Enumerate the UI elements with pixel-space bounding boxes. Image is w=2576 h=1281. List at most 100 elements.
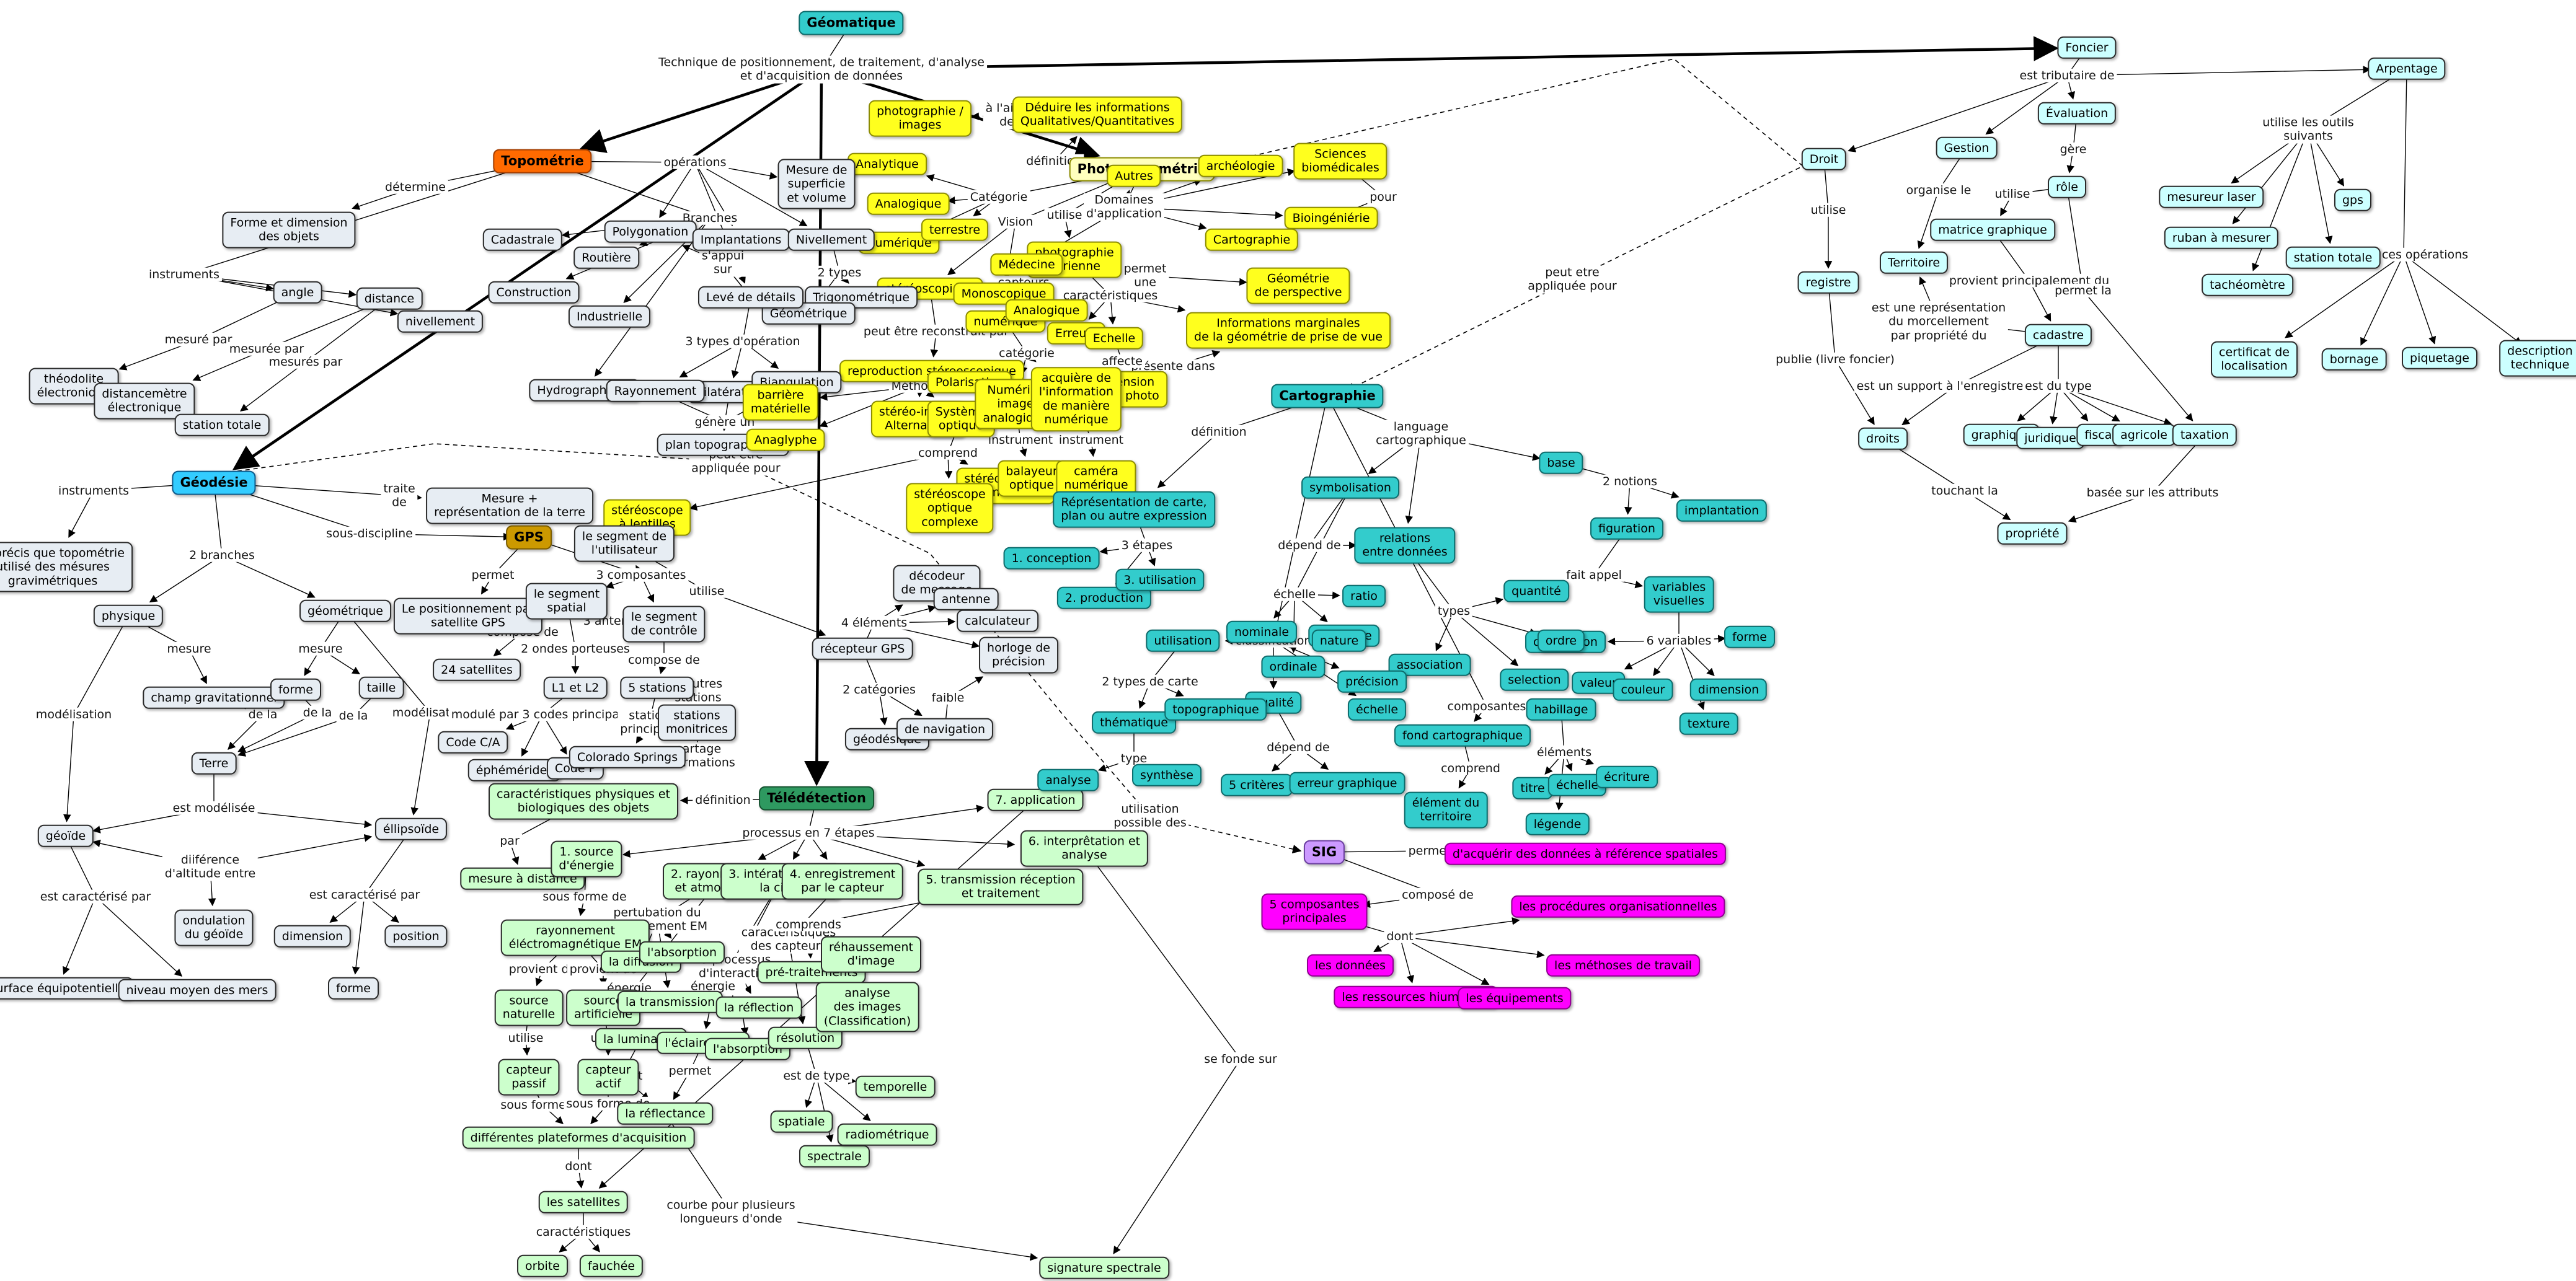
concept-node-conception[interactable]: 1. conception: [1003, 547, 1100, 570]
concept-node-gestion[interactable]: Gestion: [1936, 136, 1998, 160]
concept-node-description-t[interactable]: description technique: [2499, 340, 2576, 377]
concept-node-implantation[interactable]: implantation: [1676, 499, 1768, 522]
concept-node-trigonometrique[interactable]: Trigonométrique: [805, 286, 918, 309]
concept-node-composants[interactable]: 5 composantes principales: [1261, 893, 1368, 930]
concept-node-position[interactable]: position: [384, 925, 448, 948]
concept-node-industrielle[interactable]: Industrielle: [568, 305, 651, 328]
concept-node-nature[interactable]: nature: [1311, 629, 1367, 653]
concept-node-analyse-c[interactable]: analyse: [1037, 768, 1099, 792]
concept-node-implantations[interactable]: Implantations: [692, 228, 790, 252]
concept-node-symbolisation[interactable]: symbolisation: [1301, 476, 1399, 500]
concept-node-e6[interactable]: 6. interprêtation et analyse: [1020, 830, 1149, 867]
concept-node-analyse-img[interactable]: analyse des images (Classification): [815, 982, 919, 1032]
concept-node-sciences-bio[interactable]: Sciences biomédicales: [1293, 143, 1388, 180]
concept-node-analogique2[interactable]: Analogique: [1005, 299, 1088, 322]
concept-node-forme-e[interactable]: forme: [328, 977, 379, 1000]
concept-node-carto-y[interactable]: Cartographie: [1205, 228, 1299, 252]
concept-node-acquiere[interactable]: acquière de l'information de manière num…: [1030, 367, 1122, 431]
concept-node-taxation[interactable]: taxation: [2172, 423, 2237, 447]
concept-node-juridique[interactable]: juridique: [2016, 426, 2084, 450]
concept-node-temporelle[interactable]: temporelle: [855, 1075, 936, 1099]
concept-node-propriete[interactable]: propriété: [1997, 522, 2068, 545]
concept-node-figuration[interactable]: figuration: [1590, 517, 1663, 540]
concept-node-legende[interactable]: légende: [1525, 812, 1590, 836]
concept-node-e5[interactable]: 5. transmission réception et traitement: [918, 868, 1084, 905]
concept-node-acquerir[interactable]: d'acquérir des données à référence spati…: [1444, 842, 1727, 866]
concept-node-absorption1[interactable]: l'absorption: [639, 941, 725, 964]
concept-node-niveau-mers[interactable]: niveau moyen des mers: [118, 979, 277, 1002]
concept-node-st-complexe[interactable]: stéréoscope optique complexe: [906, 483, 994, 534]
concept-node-utilisation-c[interactable]: utilisation: [1146, 629, 1220, 653]
concept-node-precision-c[interactable]: précision: [1337, 670, 1407, 693]
concept-node-droit[interactable]: Droit: [1801, 147, 1847, 171]
concept-node-analogique1[interactable]: Analogique: [867, 192, 950, 216]
concept-node-medecine[interactable]: Médecine: [990, 253, 1063, 276]
concept-node-fauchee[interactable]: fauchée: [579, 1254, 644, 1278]
concept-node-plateformes[interactable]: différentes plateformes d'acquisition: [462, 1126, 695, 1150]
concept-node-nominale[interactable]: nominale: [1226, 620, 1298, 644]
concept-node-ruban[interactable]: ruban à mesurer: [2164, 226, 2279, 250]
concept-node-caract-objets[interactable]: caractéristiques physiques et biologique…: [489, 783, 678, 820]
concept-node-bioingenierie[interactable]: Bioingéniérie: [1284, 206, 1378, 230]
concept-node-precis[interactable]: + précis que topométrie utilisé des mésu…: [0, 542, 133, 592]
concept-node-var-visuelles[interactable]: variables visuelles: [1644, 576, 1714, 613]
concept-node-texture[interactable]: texture: [1679, 712, 1738, 736]
concept-node-gps[interactable]: GPS: [506, 525, 552, 550]
concept-node-antenne[interactable]: antenne: [933, 588, 999, 611]
concept-node-bornage[interactable]: bornage: [2321, 348, 2387, 371]
concept-node-ecriture[interactable]: écriture: [1596, 765, 1658, 789]
concept-node-geoide[interactable]: géoïde: [37, 824, 94, 848]
concept-node-seg-controle[interactable]: le segment de contrôle: [622, 605, 706, 643]
concept-node-autres[interactable]: Autres: [1107, 164, 1161, 188]
concept-node-satellites[interactable]: les satellites: [538, 1191, 629, 1214]
concept-node-synthese[interactable]: synthèse: [1132, 764, 1202, 787]
concept-node-archeologie[interactable]: archéologie: [1198, 154, 1283, 178]
concept-node-territoire[interactable]: Territoire: [1879, 251, 1949, 275]
concept-node-donnees[interactable]: les données: [1307, 954, 1394, 977]
concept-node-champ-grav[interactable]: champ gravitationnel: [143, 686, 285, 710]
concept-node-teledetection[interactable]: Télédétection: [759, 786, 874, 811]
concept-node-e1[interactable]: 1. source d'énergie: [551, 840, 622, 878]
concept-node-terre[interactable]: Terre: [191, 752, 237, 775]
concept-node-criteres[interactable]: 5 critères: [1221, 773, 1293, 797]
concept-node-geomatique[interactable]: Géomatique: [799, 11, 904, 35]
concept-node-base[interactable]: base: [1539, 451, 1583, 475]
concept-node-sat24[interactable]: 24 satellites: [433, 658, 521, 682]
concept-node-fond-carto[interactable]: fond cartographique: [1394, 724, 1531, 747]
concept-node-monitrices[interactable]: stations monitrices: [657, 704, 737, 741]
concept-node-titre[interactable]: titre: [1512, 777, 1553, 800]
concept-node-production[interactable]: 2. production: [1056, 586, 1152, 610]
concept-node-de-navigation[interactable]: de navigation: [896, 718, 994, 741]
concept-node-dimension-v[interactable]: dimension: [1689, 678, 1768, 702]
concept-node-source-nat[interactable]: source naturelle: [494, 989, 564, 1026]
concept-node-distance[interactable]: distance: [356, 287, 423, 310]
concept-node-taille[interactable]: taille: [358, 676, 404, 700]
concept-node-certificat[interactable]: certificat de localisation: [2211, 341, 2298, 378]
concept-node-station-totale2[interactable]: station totale: [2285, 246, 2381, 270]
concept-node-topographique[interactable]: topographique: [1164, 698, 1267, 721]
concept-node-spatiale[interactable]: spatiale: [770, 1110, 833, 1134]
concept-node-deduire[interactable]: Déduire les informations Qualitatives/Qu…: [1012, 96, 1183, 133]
concept-node-ordre[interactable]: ordre: [1537, 629, 1585, 653]
concept-node-methodes-tr[interactable]: les méthoses de travail: [1546, 954, 1700, 977]
concept-node-echelle-c[interactable]: échelle: [1347, 698, 1407, 721]
concept-node-radiometrique[interactable]: radiométrique: [837, 1123, 937, 1147]
concept-node-station-totale1[interactable]: station totale: [174, 413, 270, 437]
concept-node-role[interactable]: rôle: [2048, 175, 2086, 199]
concept-node-utilisation3[interactable]: 3. utilisation: [1115, 568, 1205, 592]
concept-node-registre[interactable]: registre: [1797, 271, 1859, 294]
concept-node-piquetage[interactable]: piquetage: [2402, 346, 2477, 370]
concept-node-ray-em[interactable]: rayonnement éléctromagnétique EM: [500, 919, 650, 956]
concept-node-ratio[interactable]: ratio: [1342, 584, 1386, 608]
concept-node-angle[interactable]: angle: [273, 281, 322, 304]
concept-node-quantite[interactable]: quantité: [1503, 579, 1569, 603]
concept-node-sig[interactable]: SIG: [1303, 840, 1345, 865]
concept-node-recepteur[interactable]: récepteur GPS: [812, 637, 913, 661]
concept-node-capteur-passif[interactable]: capteur passif: [498, 1059, 560, 1096]
concept-node-relations[interactable]: relations entre données: [1354, 527, 1456, 564]
concept-node-balayeur[interactable]: balayeur optique: [998, 460, 1066, 497]
concept-node-ellipsoide[interactable]: éllipsoïde: [374, 817, 448, 841]
concept-node-polygonation[interactable]: Polygonation: [604, 220, 697, 244]
concept-node-representation[interactable]: Réprésentation de carte, plan ou autre e…: [1053, 491, 1215, 528]
concept-node-habillage[interactable]: habillage: [1526, 698, 1596, 721]
